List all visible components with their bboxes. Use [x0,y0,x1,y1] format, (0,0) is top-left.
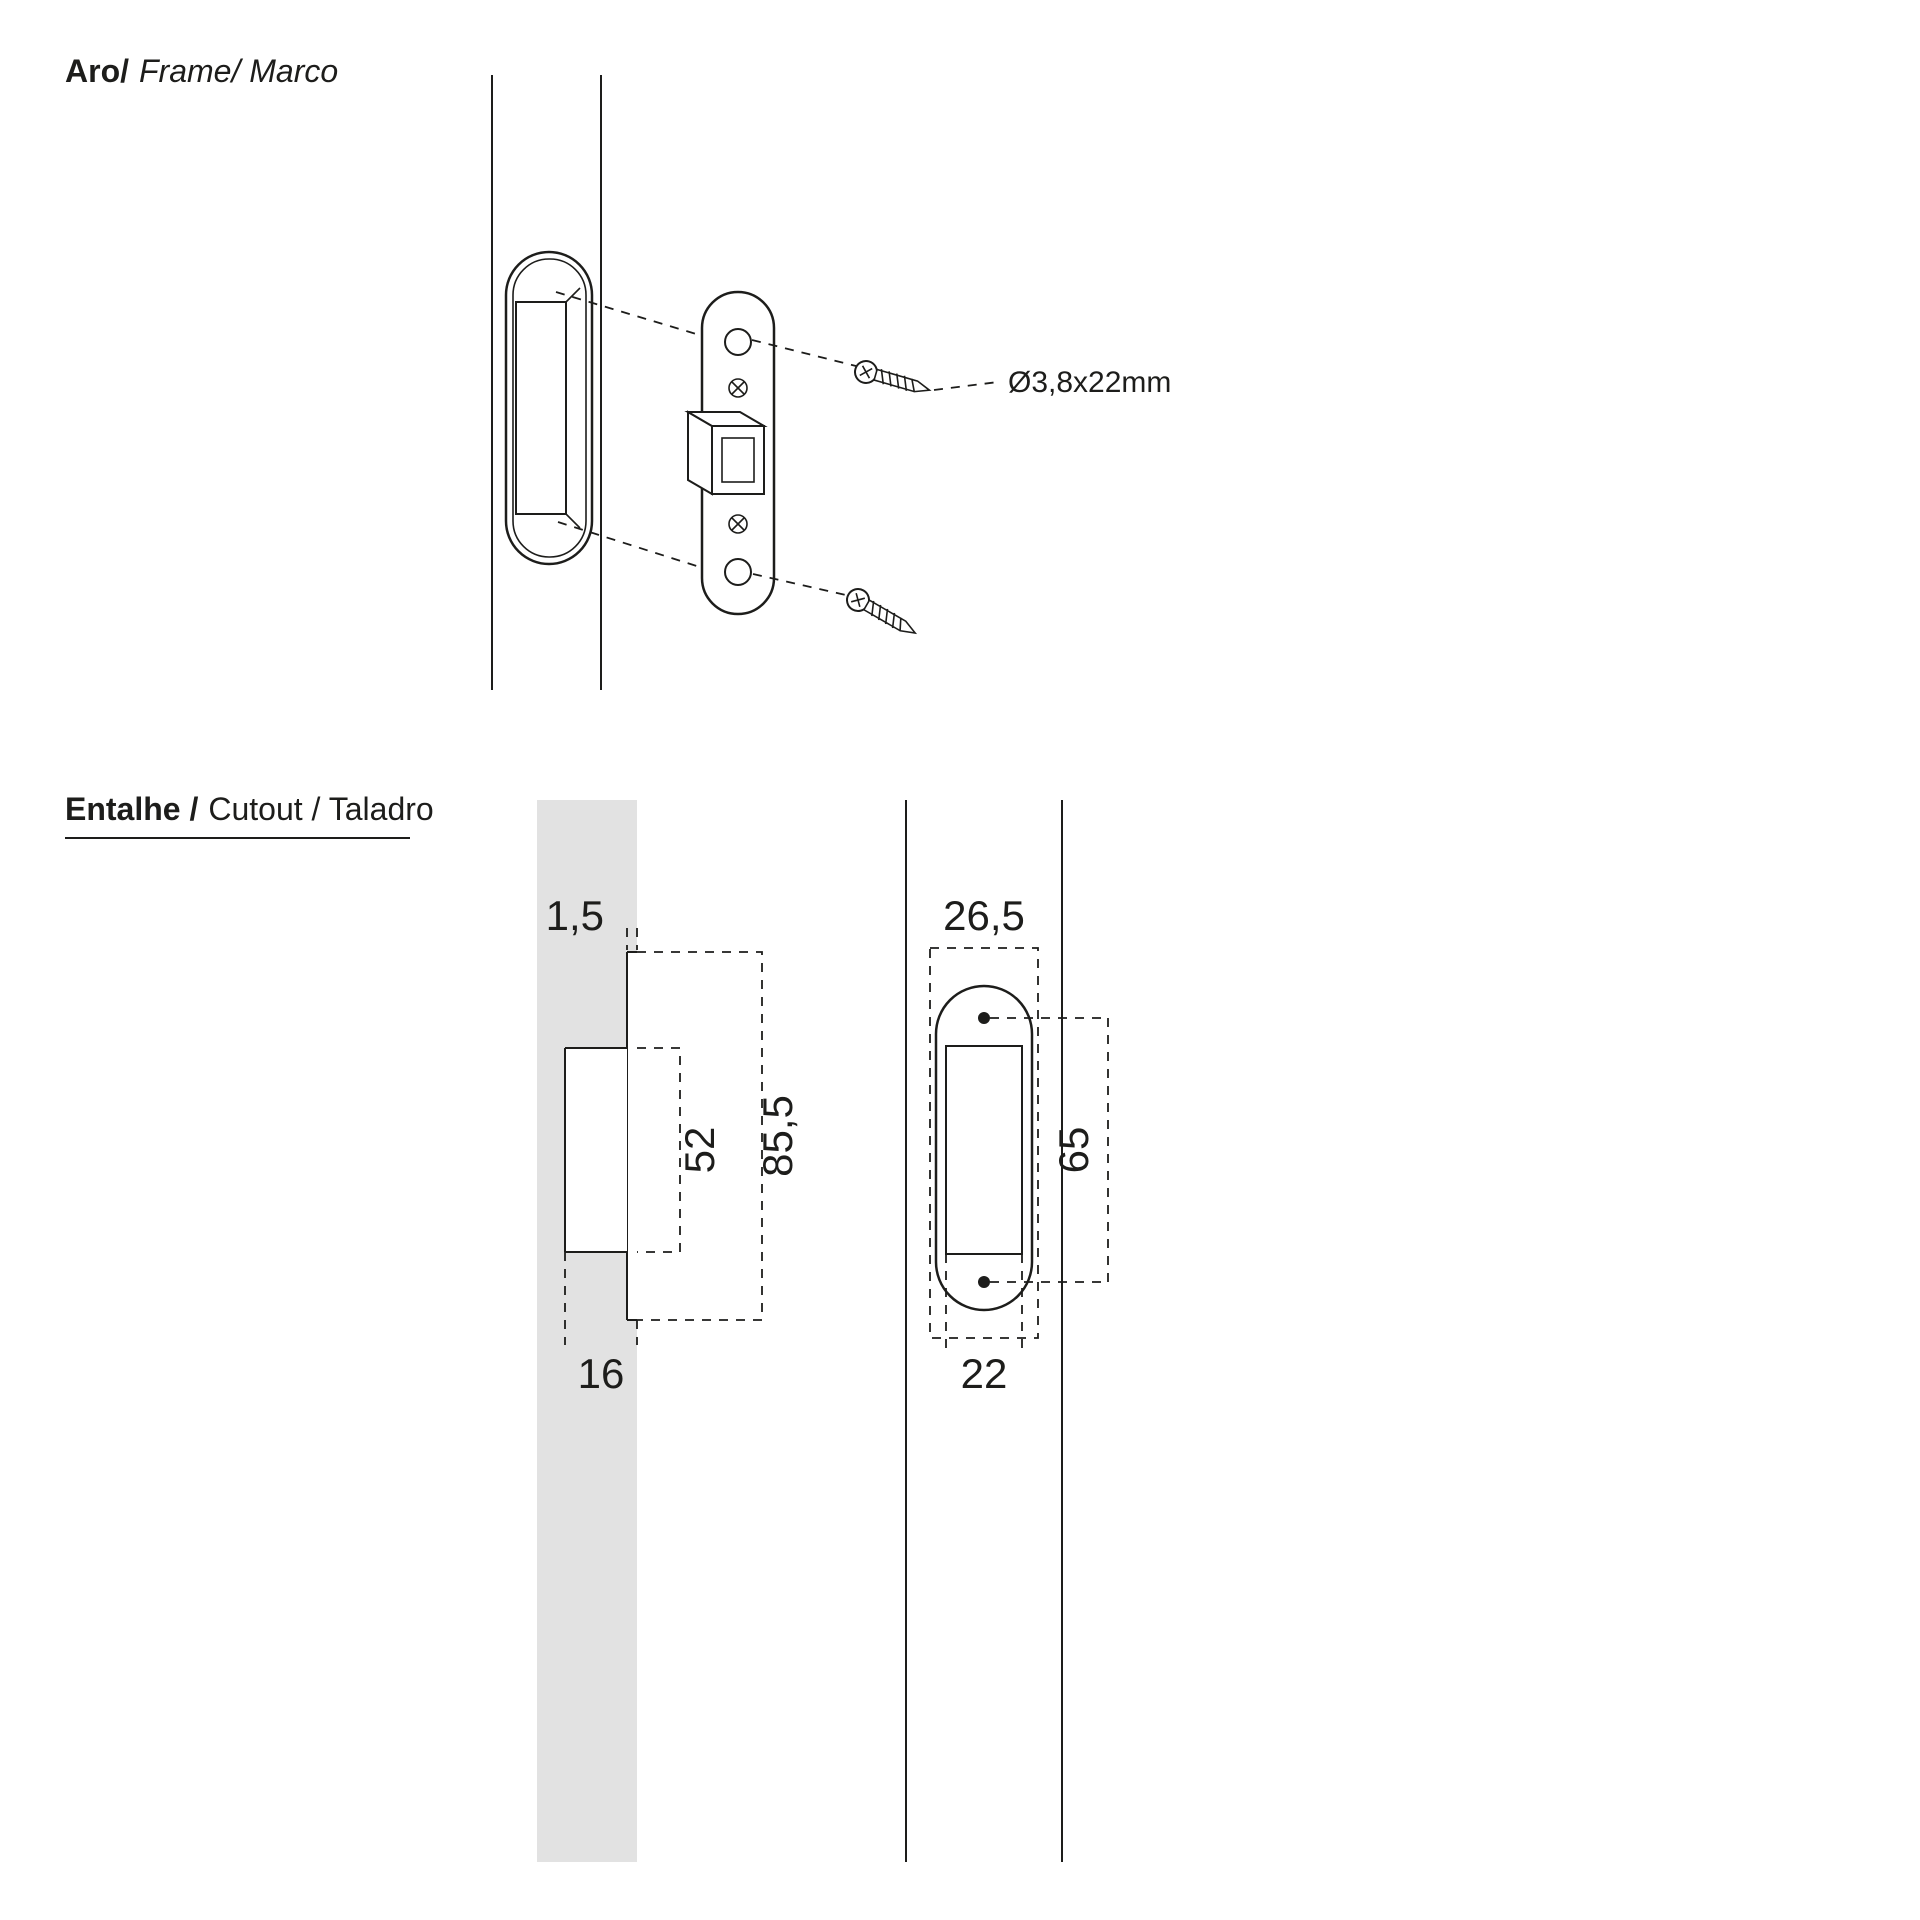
screw-threads-top [880,369,916,393]
frame-recess [504,250,594,566]
cutout-title-rest: Cutout / Taladro [208,791,433,827]
plate-recess-strip [627,952,637,1320]
projection-line-bottom [557,521,704,569]
recess-depth-line-top [565,287,581,303]
plate-screw-hole-top [724,328,752,356]
latch-box-front-face [711,425,765,495]
dim-inner-width: 22 [961,1350,1008,1397]
dim-plate-width: 26,5 [943,892,1025,939]
recess-inner-rim [512,258,587,558]
frame-title-bold: Aro/ [65,53,129,89]
dim-screw-spacing: 65 [1050,1127,1097,1174]
plate-width-envelope-dashed [929,947,1039,1339]
mounting-screw-top [854,360,932,393]
plate-screw-bottom [728,514,748,534]
dim-plate-height: 85,5 [754,1095,801,1177]
projection-line-top [555,291,704,337]
plate-front-outline [934,984,1034,1312]
recess-outer-outline [504,250,594,566]
strike-plate [684,290,776,616]
dim-cutout-depth: 16 [578,1350,625,1397]
frame-section: Aro/Frame/ Marco [65,53,1171,690]
front-view: 26,5 65 22 [905,800,1109,1862]
cutout-outline-dashed [637,1047,681,1253]
screw-center-top [978,1012,990,1024]
screw-threads-bottom [871,600,902,632]
plate-outline-dashed [637,951,763,1321]
dim-plate-thickness: 1,5 [546,892,604,939]
dim-cutout-height: 52 [676,1127,723,1174]
screw-line-top [751,339,857,367]
cutout-title-bold: Entalhe / [65,791,198,827]
door-edge-panel [537,800,637,1862]
latch-box [684,410,768,496]
recess-opening [515,301,567,515]
screw-label-leader [933,381,999,391]
latch-box-opening [721,437,755,483]
plate-front-opening [945,1045,1023,1255]
cutout-notch [565,1048,627,1252]
recess-depth-line-bottom [565,513,581,529]
frame-title-rest: Frame/ Marco [139,53,338,89]
plate-screw-top [728,378,748,398]
screw-center-bottom [978,1276,990,1288]
cutout-section: Entalhe / Cutout / Taladro [65,791,1109,1862]
cutout-section-title: Entalhe / Cutout / Taladro [65,791,434,827]
plate-screw-hole-bottom [724,558,752,586]
mounting-screw-bottom [846,588,918,635]
frame-section-title: Aro/Frame/ Marco [65,53,338,89]
side-section-view: 1,5 52 85,5 16 [537,800,801,1862]
screw-size-label: Ø3,8x22mm [1008,366,1171,399]
